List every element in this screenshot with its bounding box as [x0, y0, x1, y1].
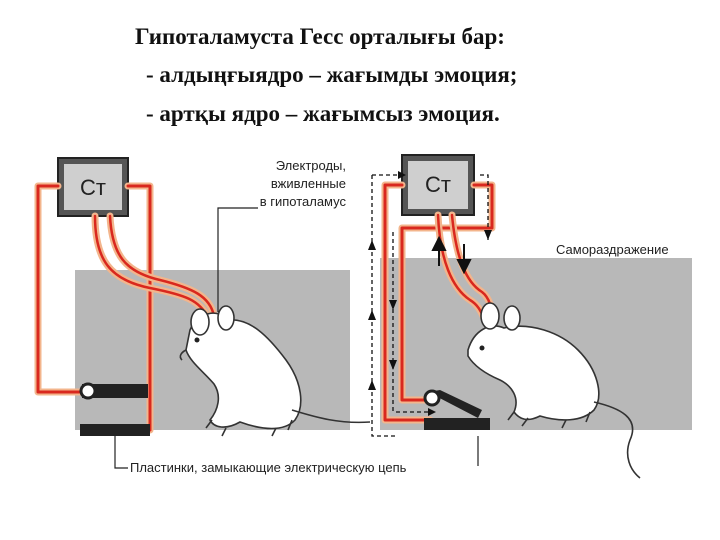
plates-label-text: Пластинки, замыкающие электрическую цепь	[130, 460, 407, 475]
left-device-label: Ст	[80, 175, 106, 200]
right-rat-eye	[479, 345, 485, 351]
left-stimulator: Ст	[57, 157, 129, 217]
electrodes-label-line-1: Электроды,	[276, 158, 346, 173]
right-lever-plates	[423, 389, 490, 430]
arrow-heads	[368, 171, 492, 416]
slide-title: Гипоталамуста Гесс орталығы бар: - алдың…	[0, 0, 720, 140]
electrodes-label-line-3: в гипоталамус	[260, 194, 347, 209]
self-stimulation-label: Самораздражение	[556, 242, 669, 257]
right-rat	[467, 302, 641, 479]
current-flow-arrows	[371, 174, 489, 437]
right-device-label: Ст	[425, 172, 451, 197]
left-rat	[179, 305, 371, 437]
electrodes-label: Электроды, вживленные в гипоталамус	[217, 158, 347, 312]
right-stimulator: Ст	[401, 154, 475, 216]
title-line-2: - алдыңғыядро – жағымды эмоция;	[146, 62, 518, 87]
left-rat-eye	[194, 337, 200, 343]
title-line-1: Гипоталамуста Гесс орталығы бар:	[135, 24, 505, 49]
electrodes-label-line-2: вживленные	[271, 176, 346, 191]
plates-label: Пластинки, замыкающие электрическую цепь	[114, 436, 479, 475]
left-plates	[79, 382, 150, 436]
direction-arrows	[431, 235, 472, 275]
title-line-3: - артқы ядро – жағымсыз эмоция.	[146, 101, 500, 126]
